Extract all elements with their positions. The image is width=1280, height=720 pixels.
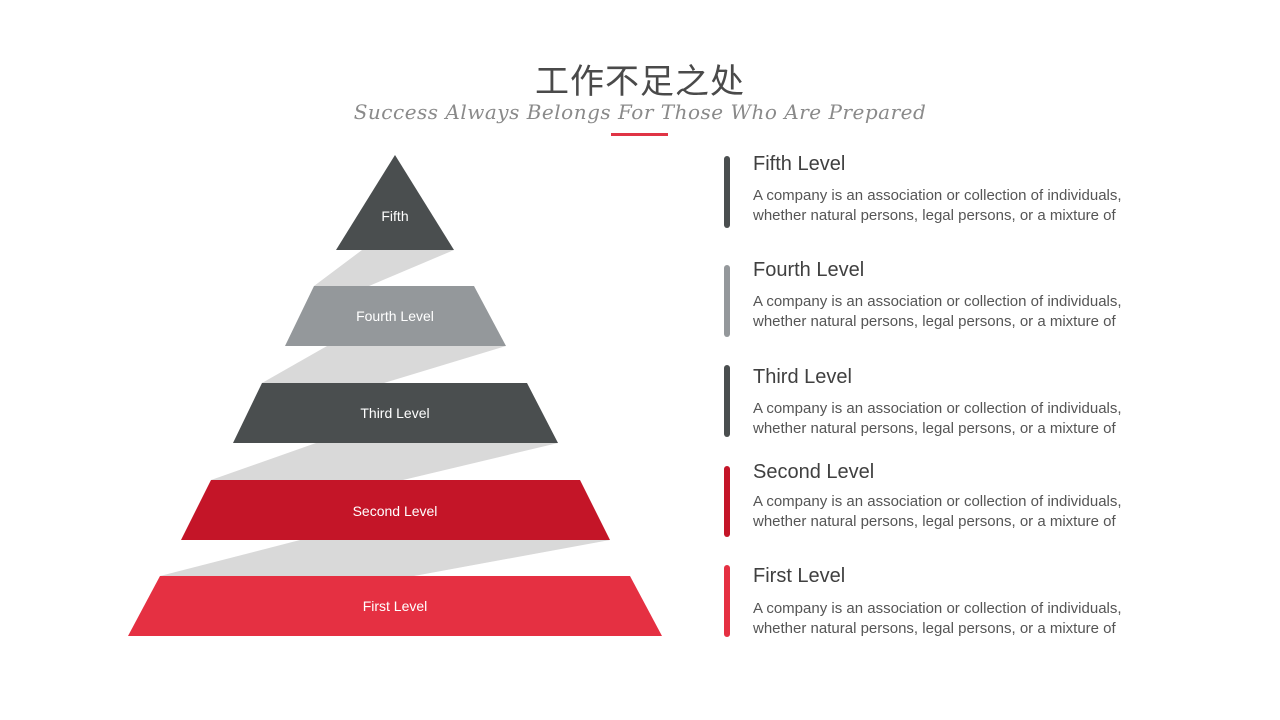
legend-desc-line: whether natural persons, legal persons, … (753, 513, 1116, 530)
legend-desc-line: A company is an association or collectio… (753, 600, 1122, 617)
title-underline (611, 133, 668, 136)
connector-5-4 (314, 250, 454, 286)
legend-desc-line: whether natural persons, legal persons, … (753, 620, 1116, 637)
legend-desc-line: A company is an association or collectio… (753, 293, 1122, 310)
legend-bar-second (724, 466, 730, 537)
legend-title: Fourth Level (753, 259, 865, 281)
legend-title: Third Level (753, 366, 852, 388)
pyramid-level-second[interactable]: Second Level (181, 480, 610, 540)
legend-title: Fifth Level (753, 153, 846, 175)
page-subtitle: Success Always Belongs For Those Who Are… (353, 100, 927, 124)
legend-description: A company is an association or collectio… (753, 492, 1122, 532)
legend-description: A company is an association or collectio… (753, 399, 1122, 439)
pyramid-label-fifth: Fifth (381, 208, 408, 224)
legend-desc-line: A company is an association or collectio… (753, 187, 1122, 204)
pyramid-label-fourth: Fourth Level (356, 308, 434, 324)
pyramid-label-first: First Level (363, 598, 428, 614)
pyramid-level-third[interactable]: Third Level (233, 383, 558, 443)
legend-desc-line: A company is an association or collectio… (753, 400, 1122, 417)
legend-title: First Level (753, 565, 846, 587)
legend-desc-line: whether natural persons, legal persons, … (753, 420, 1116, 437)
connector-4-3 (262, 346, 506, 383)
pyramid-level-fourth[interactable]: Fourth Level (285, 286, 506, 346)
legend-description: A company is an association or collectio… (753, 186, 1122, 226)
legend-bar-first (724, 565, 730, 637)
legend-bar-third (724, 365, 730, 437)
legend-description: A company is an association or collectio… (753, 599, 1122, 639)
pyramid-level-first[interactable]: First Level (128, 576, 662, 636)
legend-desc-line: whether natural persons, legal persons, … (753, 313, 1116, 330)
pyramid-label-third: Third Level (360, 405, 429, 421)
legend-description: A company is an association or collectio… (753, 292, 1122, 332)
legend-bar-fourth (724, 265, 730, 337)
legend-desc-line: whether natural persons, legal persons, … (753, 207, 1116, 224)
connector-3-2 (211, 443, 558, 480)
connector-2-1 (160, 540, 610, 576)
legend-desc-line: A company is an association or collectio… (753, 493, 1122, 510)
legend-title: Second Level (753, 461, 875, 483)
page-title: 工作不足之处 (535, 62, 745, 102)
legend-bar-fifth (724, 156, 730, 228)
pyramid-label-second: Second Level (353, 503, 438, 519)
pyramid-level-fifth[interactable]: Fifth (336, 155, 454, 250)
